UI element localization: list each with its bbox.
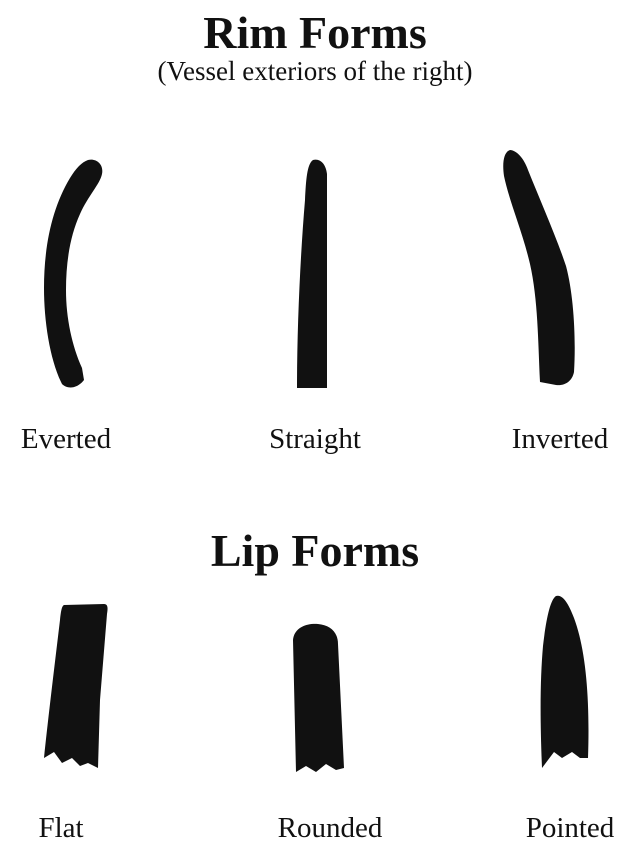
- lip-label-pointed: Pointed: [526, 814, 615, 843]
- lip-label-rounded: Rounded: [278, 814, 383, 843]
- pointed-lip-shape: [541, 596, 589, 768]
- rounded-lip-shape: [293, 624, 344, 772]
- flat-lip-shape: [44, 604, 108, 768]
- lip-label-flat: Flat: [38, 814, 83, 843]
